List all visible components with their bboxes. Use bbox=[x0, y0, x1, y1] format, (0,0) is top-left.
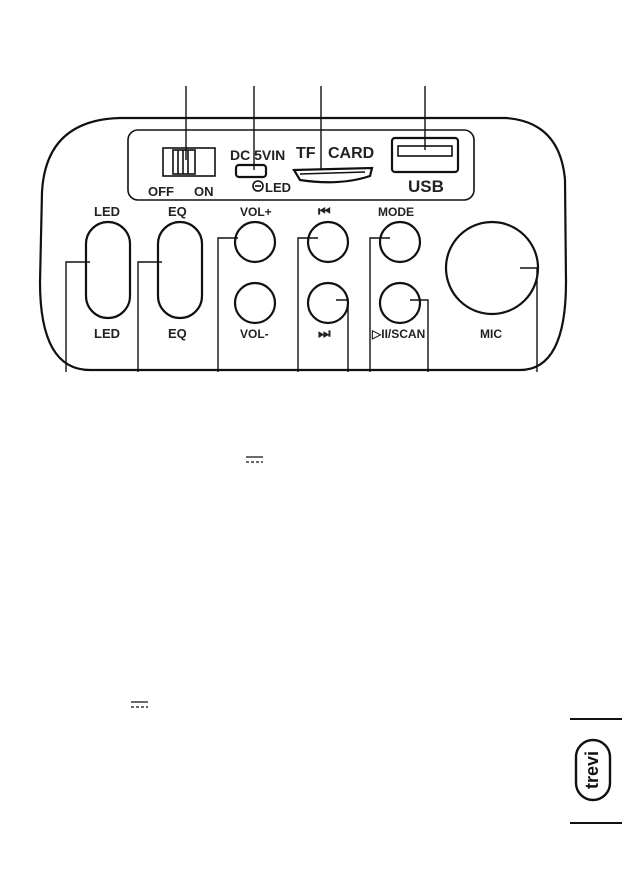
vol-plus-button[interactable] bbox=[235, 222, 275, 262]
led-button[interactable] bbox=[86, 222, 130, 318]
eq-bottom-label: EQ bbox=[168, 326, 187, 341]
next-label: ⏭ bbox=[318, 325, 331, 341]
prev-button[interactable] bbox=[308, 222, 348, 262]
switch-on-label: ON bbox=[194, 184, 214, 199]
play-scan-label: ▷II/SCAN bbox=[371, 327, 425, 341]
power-switch[interactable] bbox=[163, 148, 215, 176]
play-scan-button[interactable] bbox=[380, 283, 420, 323]
next-button[interactable] bbox=[308, 283, 348, 323]
tf-label: TF bbox=[296, 145, 316, 162]
minus-circle-icon bbox=[253, 181, 263, 191]
vol-plus-label: VOL+ bbox=[240, 205, 272, 219]
tf-card-slot[interactable] bbox=[294, 168, 372, 182]
mode-label: MODE bbox=[378, 205, 414, 219]
vol-minus-label: VOL- bbox=[240, 327, 269, 341]
eq-top-label: EQ bbox=[168, 204, 187, 219]
trevi-logo-icon: trevi bbox=[576, 740, 610, 800]
mode-button[interactable] bbox=[380, 222, 420, 262]
dc-input-port[interactable] bbox=[236, 165, 266, 177]
prev-label: ⏮ bbox=[318, 203, 331, 219]
dc-input-label: DC 5VIN bbox=[230, 147, 285, 163]
card-label: CARD bbox=[328, 145, 374, 162]
led-indicator-label: LED bbox=[265, 180, 291, 195]
led-top-label: LED bbox=[94, 204, 120, 219]
usb-label: USB bbox=[408, 177, 444, 196]
switch-off-label: OFF bbox=[148, 184, 174, 199]
mic-label: MIC bbox=[480, 327, 502, 341]
dc-current-symbol-icon bbox=[246, 457, 263, 462]
eq-button[interactable] bbox=[158, 222, 202, 318]
svg-text:trevi: trevi bbox=[582, 751, 602, 789]
brand-rule-top bbox=[570, 718, 622, 720]
vol-minus-button[interactable] bbox=[235, 283, 275, 323]
dc-current-symbol-icon bbox=[131, 702, 148, 707]
led-bottom-label: LED bbox=[94, 326, 120, 341]
brand-rule-bottom bbox=[570, 822, 622, 824]
